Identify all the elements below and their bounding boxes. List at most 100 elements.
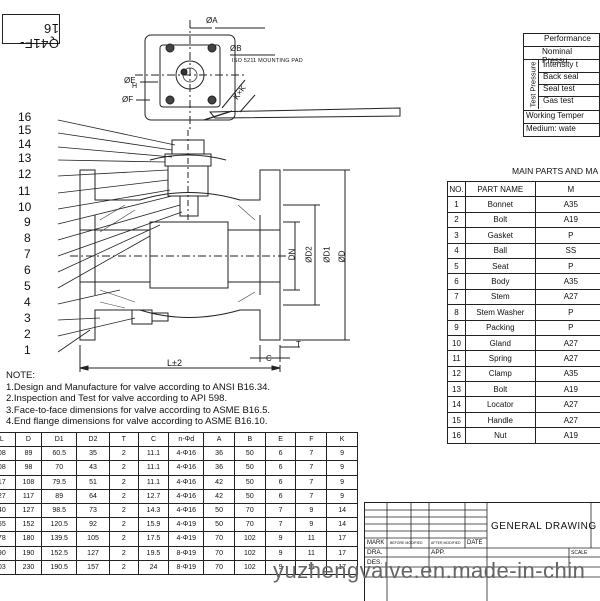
part-number: 6 bbox=[448, 274, 466, 289]
part-name: Seat bbox=[465, 258, 535, 273]
part-name: Ball bbox=[465, 243, 535, 258]
label-dia-d1: ØD1 bbox=[323, 246, 332, 262]
dims-cell: 7 bbox=[296, 489, 327, 503]
part-material: A27 bbox=[535, 351, 600, 366]
dims-cell: 6 bbox=[265, 447, 296, 461]
part-number: 14 bbox=[448, 397, 466, 412]
dims-header-cell: D bbox=[15, 433, 42, 447]
part-material: A27 bbox=[535, 412, 600, 427]
part-number: 1 bbox=[448, 197, 466, 212]
dims-cell: 98 bbox=[15, 461, 42, 475]
dims-cell: 40 bbox=[0, 503, 15, 517]
dims-cell: 08 bbox=[0, 461, 15, 475]
dims-cell: 70 bbox=[234, 518, 265, 532]
label-dia-d2: ØD2 bbox=[305, 246, 314, 262]
part-number: 13 bbox=[448, 382, 466, 397]
dims-cell: 70 bbox=[204, 546, 235, 560]
callout-1: 1 bbox=[24, 343, 31, 357]
performance-title: Performance bbox=[544, 34, 591, 43]
dims-cell: 6 bbox=[265, 461, 296, 475]
dims-cell: 2 bbox=[109, 532, 138, 546]
notes-block: NOTE: 1.Design and Manufacture for valve… bbox=[6, 370, 270, 428]
dims-cell: 127 bbox=[15, 503, 42, 517]
dims-cell: 11.1 bbox=[138, 447, 169, 461]
part-material: A19 bbox=[535, 212, 600, 227]
dims-cell: 11.1 bbox=[138, 475, 169, 489]
label-h: H bbox=[132, 83, 137, 90]
dims-cell: 15.9 bbox=[138, 518, 169, 532]
dims-cell: 79.5 bbox=[42, 475, 77, 489]
dims-cell: 89 bbox=[42, 489, 77, 503]
callout-16: 16 bbox=[18, 110, 31, 124]
callout-14: 14 bbox=[18, 137, 31, 151]
dims-cell: 7 bbox=[296, 475, 327, 489]
dims-cell: 27 bbox=[0, 489, 15, 503]
dims-cell: 50 bbox=[234, 489, 265, 503]
dims-header-cell: C bbox=[138, 433, 169, 447]
notes-title: NOTE: bbox=[6, 370, 270, 382]
dims-cell: 36 bbox=[204, 447, 235, 461]
dims-cell: 9 bbox=[296, 503, 327, 517]
label-c: C bbox=[266, 354, 272, 363]
dims-cell: 9 bbox=[296, 518, 327, 532]
test-pressure-group: Test Pressure Intensity t Back seal Seal… bbox=[523, 60, 600, 111]
part-material: A19 bbox=[535, 382, 600, 397]
note-line-1: 1.Design and Manufacture for valve accor… bbox=[6, 382, 270, 394]
dims-cell: 9 bbox=[327, 461, 358, 475]
dims-header-cell: L bbox=[0, 433, 15, 447]
part-number: 16 bbox=[448, 428, 466, 443]
app-label: APP. bbox=[431, 549, 445, 556]
part-number: 2 bbox=[448, 212, 466, 227]
mark-label: MARK bbox=[367, 540, 384, 546]
dims-cell: 8-Φ19 bbox=[169, 546, 204, 560]
dims-cell: 7 bbox=[265, 503, 296, 517]
dims-cell: 102 bbox=[234, 546, 265, 560]
dims-header-cell: B bbox=[234, 433, 265, 447]
dims-cell: 11.1 bbox=[138, 461, 169, 475]
dims-header-cell: E bbox=[265, 433, 296, 447]
callout-5: 5 bbox=[24, 279, 31, 293]
part-name: Nut bbox=[465, 428, 535, 443]
dims-cell: 36 bbox=[204, 461, 235, 475]
dims-cell: 50 bbox=[234, 461, 265, 475]
part-number: 3 bbox=[448, 228, 466, 243]
dims-header-cell: A bbox=[204, 433, 235, 447]
dims-cell: 2 bbox=[109, 560, 138, 574]
dims-cell: 11 bbox=[296, 532, 327, 546]
dims-cell: 14 bbox=[327, 518, 358, 532]
dims-cell: 03 bbox=[0, 560, 15, 574]
part-name: Clamp bbox=[465, 366, 535, 381]
dims-cell: 70 bbox=[204, 560, 235, 574]
dims-cell: 43 bbox=[77, 461, 110, 475]
dims-cell: 65 bbox=[0, 518, 15, 532]
dims-header-cell: F bbox=[296, 433, 327, 447]
dims-cell: 7 bbox=[296, 461, 327, 475]
dims-cell: 17.5 bbox=[138, 532, 169, 546]
part-name: Bolt bbox=[465, 382, 535, 397]
dims-cell: 9 bbox=[265, 532, 296, 546]
callout-3: 3 bbox=[24, 311, 31, 325]
label-dn: DN bbox=[287, 249, 296, 261]
label-dia-b: ØB bbox=[230, 44, 242, 53]
dims-cell: 70 bbox=[204, 532, 235, 546]
dims-cell: 120.5 bbox=[42, 518, 77, 532]
parts-header-no: NO. bbox=[448, 182, 466, 197]
dims-cell: 9 bbox=[327, 447, 358, 461]
dims-cell: 6 bbox=[265, 475, 296, 489]
dims-cell: 4-Φ16 bbox=[169, 503, 204, 517]
title-block-grid bbox=[365, 503, 600, 601]
part-material: P bbox=[535, 258, 600, 273]
part-material: A27 bbox=[535, 397, 600, 412]
dims-cell: 230 bbox=[15, 560, 42, 574]
dims-cell: 157 bbox=[77, 560, 110, 574]
dims-cell: 127 bbox=[77, 546, 110, 560]
